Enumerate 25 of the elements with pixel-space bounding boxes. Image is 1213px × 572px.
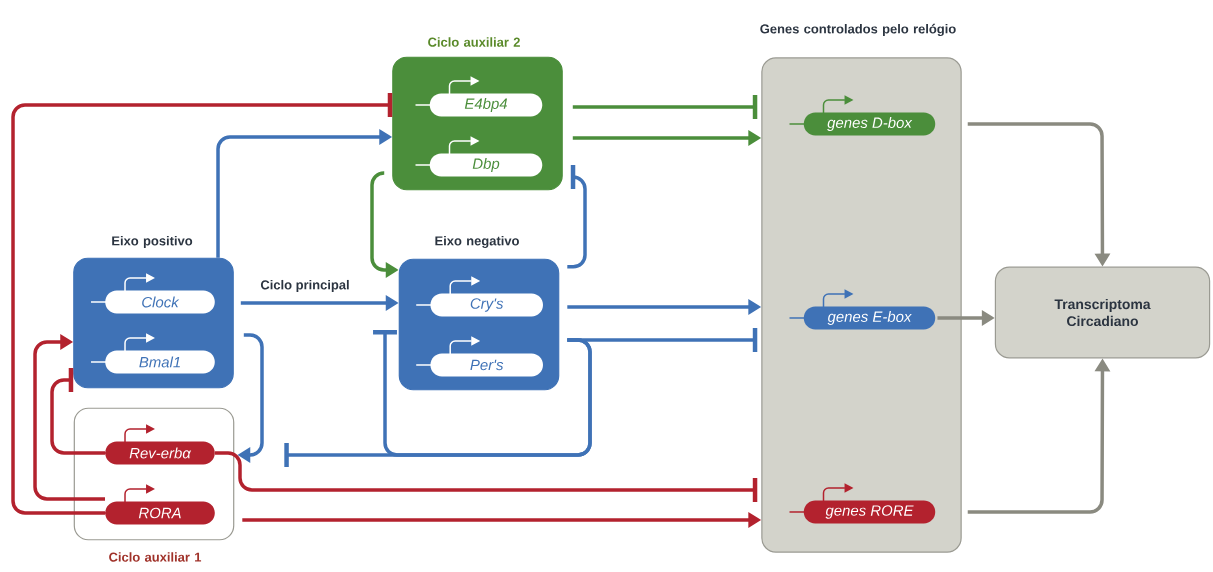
node-label: Ciclo auxiliar 2 — [428, 37, 520, 47]
gene-box: Clock — [90, 273, 215, 314]
gene-box: Dbp — [414, 136, 543, 177]
node-label: Eixo positivo — [112, 235, 193, 249]
gene-box: RORA — [90, 484, 215, 525]
output-box: Transcriptoma Circadiano — [994, 266, 1211, 359]
arrow — [33, 334, 105, 501]
gene-box: genes D-box — [788, 95, 936, 136]
arrow — [572, 95, 758, 119]
gene-box: Per's — [415, 336, 543, 377]
edge-label: Ciclo principal — [259, 278, 351, 294]
arrow — [11, 93, 393, 515]
gene-box: Bmal1 — [90, 333, 215, 374]
node-label: Genes controlados pelo relógio — [760, 23, 956, 37]
arrow — [50, 368, 105, 455]
node-label: Ciclo auxiliar 1 — [109, 552, 202, 562]
gene-box: Cry's — [415, 276, 543, 317]
node-label: Eixo negativo — [435, 235, 519, 249]
arrow — [567, 328, 758, 352]
gene-box: E4bp4 — [414, 76, 543, 117]
arrow — [373, 330, 592, 457]
gene-box: genes RORE — [788, 483, 936, 524]
gene-box: Rev-erbα — [90, 424, 215, 465]
arrow — [215, 451, 758, 502]
gene-box: genes E-box — [788, 289, 936, 330]
